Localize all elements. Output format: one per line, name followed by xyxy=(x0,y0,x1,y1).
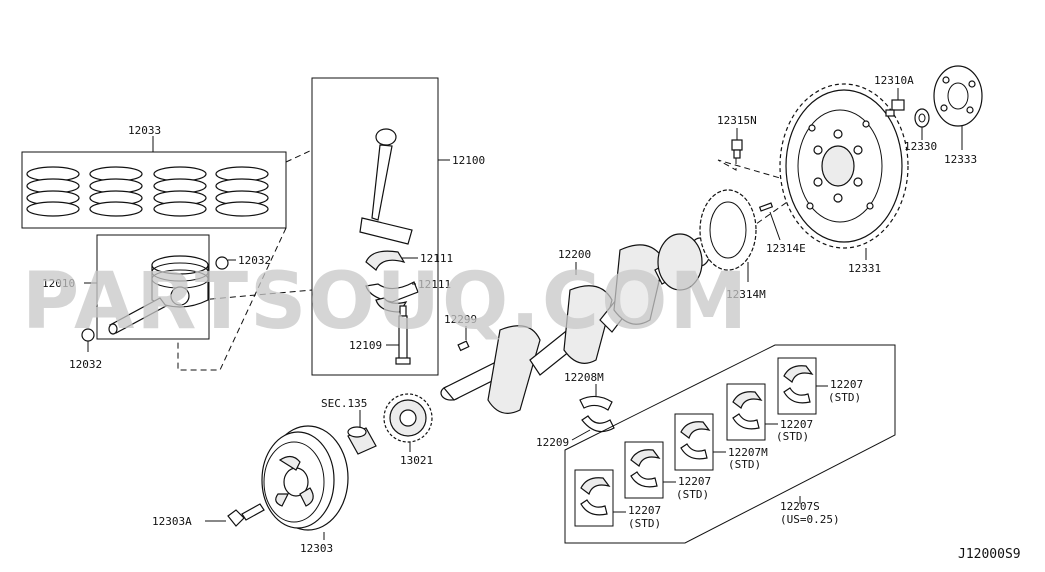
bearing-std-4[interactable]: 12207 (STD) xyxy=(777,357,863,415)
label-snap-ring-right: 12032 xyxy=(238,254,271,267)
collar-icon xyxy=(347,426,377,455)
watermark: PARTSOUQ.COM xyxy=(22,257,749,347)
pulley-icon xyxy=(261,425,349,531)
diagram-code: J12000S9 xyxy=(958,547,1021,562)
flywheel-bolt-group[interactable]: 12315N xyxy=(717,114,757,159)
label-connecting-rod: 12100 xyxy=(452,154,485,167)
label-bearing-std-1: 12207 xyxy=(628,504,661,517)
washer-group[interactable]: 12330 xyxy=(904,108,937,153)
label-piston-rings: 12033 xyxy=(128,124,161,137)
main-bearings-frame xyxy=(564,344,896,544)
plate-icon xyxy=(699,189,757,271)
key-group[interactable]: 12299 xyxy=(444,313,477,352)
bearing-shell-icon xyxy=(680,421,711,460)
label-pin: 12314E xyxy=(766,242,806,255)
bearing-std-3[interactable]: 12207 (STD) xyxy=(726,383,813,443)
label-rod-bolt: 12109 xyxy=(349,339,382,352)
bearing-shell-icon xyxy=(732,391,763,430)
label-key: 12299 xyxy=(444,313,477,326)
label-flywheel-bolt-a: 12310A xyxy=(874,74,914,87)
projection-line-3 xyxy=(199,289,313,301)
reinforcement-icon xyxy=(933,65,983,127)
flywheel-icon xyxy=(779,83,909,249)
projection-line-2 xyxy=(177,227,287,371)
label-reinforcement: 12333 xyxy=(944,153,977,166)
bearing-std-1[interactable]: 12207 (STD) xyxy=(574,469,661,530)
flywheel-bolt-a-group[interactable]: 12310A xyxy=(874,74,914,117)
connecting-rod-group[interactable]: 12100 12111 12111 12109 xyxy=(311,77,485,376)
pin-group[interactable]: 12314E xyxy=(758,202,806,255)
bearing-shell-icon xyxy=(580,477,611,516)
thrust-washer-m-group[interactable]: 12208M xyxy=(564,371,613,411)
flywheel-group[interactable]: 12331 xyxy=(779,83,909,275)
note-bearing-m: (STD) xyxy=(728,458,761,471)
sprocket-icon xyxy=(383,393,433,443)
label-bearing-std-3: 12207 xyxy=(780,418,813,431)
projection-line-5 xyxy=(717,148,781,179)
label-plate: 12314M xyxy=(726,288,766,301)
key-icon xyxy=(457,340,470,352)
label-snap-ring-left: 12032 xyxy=(69,358,102,371)
reinforcement-group[interactable]: 12333 xyxy=(933,65,983,166)
label-section-ref: SEC.135 xyxy=(321,397,367,410)
thrust-washer-icon xyxy=(581,415,615,433)
label-bearing-m: 12207M xyxy=(728,446,768,459)
pulley-group[interactable]: 12303 xyxy=(261,425,349,555)
label-flywheel: 12331 xyxy=(848,262,881,275)
piston-group[interactable]: 12010 xyxy=(42,234,210,340)
label-bearing-std-2: 12207 xyxy=(678,475,711,488)
plate-group[interactable]: 12314M xyxy=(699,189,766,301)
label-washer: 12330 xyxy=(904,140,937,153)
sprocket-group[interactable]: SEC.135 13021 xyxy=(321,393,433,467)
note-bearing-std-4: (STD) xyxy=(828,391,861,404)
label-thrust-washer-m: 12208M xyxy=(564,371,604,384)
main-bearings-group[interactable]: 12207 (STD) 12207 (STD) 12207M (STD) xyxy=(564,344,896,544)
note-bearing-set: (US=0.25) xyxy=(780,513,840,526)
projection-line xyxy=(285,149,313,163)
snap-ring-icon xyxy=(215,256,229,270)
note-bearing-std-3: (STD) xyxy=(776,430,809,443)
label-rod-bearing-lower: 12111 xyxy=(418,278,451,291)
label-pulley: 12303 xyxy=(300,542,333,555)
label-crankshaft: 12200 xyxy=(558,248,591,261)
connecting-rod-frame xyxy=(311,77,439,376)
label-sprocket: 13021 xyxy=(400,454,433,467)
snap-ring-right[interactable]: 12032 xyxy=(215,254,271,270)
label-thrust-washer: 12209 xyxy=(536,436,569,449)
label-pulley-bolt: 12303A xyxy=(152,515,192,528)
flywheel-bolt-icon xyxy=(731,139,743,159)
note-bearing-std-2: (STD) xyxy=(676,488,709,501)
rod-bolt-icon xyxy=(395,305,411,365)
pin-icon xyxy=(758,202,774,212)
piston-rings-frame xyxy=(21,151,287,229)
rod-bearing-lower-icon xyxy=(365,281,419,313)
bearing-m[interactable]: 12207M (STD) xyxy=(674,413,768,471)
snap-ring-left[interactable]: 12032 xyxy=(69,328,102,371)
ring-set-1 xyxy=(26,166,80,217)
pulley-bolt-group[interactable]: 12303A xyxy=(152,503,265,528)
label-flywheel-bolt: 12315N xyxy=(717,114,757,127)
label-rod-bearing-upper: 12111 xyxy=(420,252,453,265)
note-bearing-std-1: (STD) xyxy=(628,517,661,530)
bearing-shell-icon xyxy=(783,365,814,404)
piston-rings-group[interactable]: 12033 xyxy=(21,124,287,229)
label-bearing-std-4: 12207 xyxy=(830,378,863,391)
bearing-shell-icon xyxy=(630,449,661,488)
ring-set-3 xyxy=(153,166,207,217)
piston-pin-icon xyxy=(108,297,167,335)
bearing-std-2[interactable]: 12207 (STD) xyxy=(624,441,711,501)
thrust-washer-m-icon xyxy=(579,395,613,411)
rod-bearing-upper-icon xyxy=(365,250,406,271)
thrust-washer-group[interactable]: 12209 xyxy=(536,415,615,449)
connecting-rod-icon xyxy=(359,128,413,245)
pulley-bolt-icon xyxy=(227,503,265,527)
label-bearing-set: 12207S xyxy=(780,500,820,513)
washer-icon xyxy=(914,108,930,128)
piston-frame xyxy=(96,234,210,340)
piston-icon xyxy=(151,255,209,308)
ring-set-2 xyxy=(89,166,143,217)
label-piston: 12010 xyxy=(42,277,75,290)
ring-set-4 xyxy=(215,166,269,217)
